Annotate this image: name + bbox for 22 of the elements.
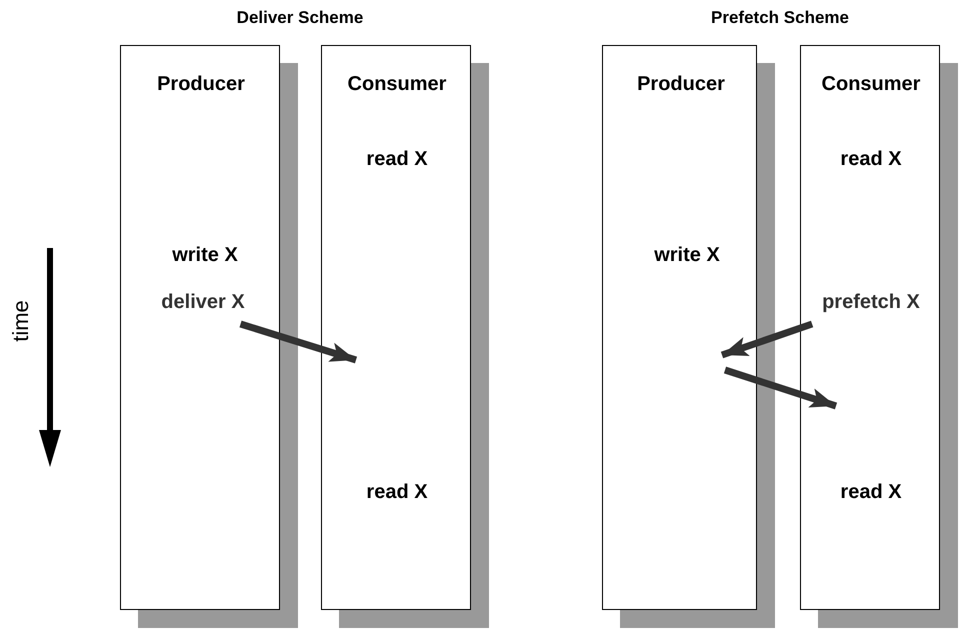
column-heading: Consumer (348, 73, 446, 96)
process-column (321, 45, 471, 610)
column-heading: Producer (637, 73, 725, 96)
column-heading: Producer (157, 73, 245, 96)
process-column (120, 45, 280, 610)
scheme-title: Prefetch Scheme (711, 8, 849, 28)
step-label: write X (654, 244, 720, 267)
step-label: read X (840, 481, 902, 504)
step-label: read X (840, 148, 902, 171)
process-column (602, 45, 757, 610)
step-label: read X (366, 148, 428, 171)
step-label: read X (366, 481, 428, 504)
arrow (239, 320, 358, 364)
scheme-title: Deliver Scheme (236, 8, 364, 28)
arrow (720, 320, 814, 358)
arrow (724, 366, 838, 410)
axis-label: time (8, 300, 34, 342)
step-label: write X (172, 244, 238, 267)
step-label: prefetch X (822, 291, 920, 314)
process-column (800, 45, 940, 610)
step-label: deliver X (161, 291, 245, 314)
column-heading: Consumer (822, 73, 920, 96)
